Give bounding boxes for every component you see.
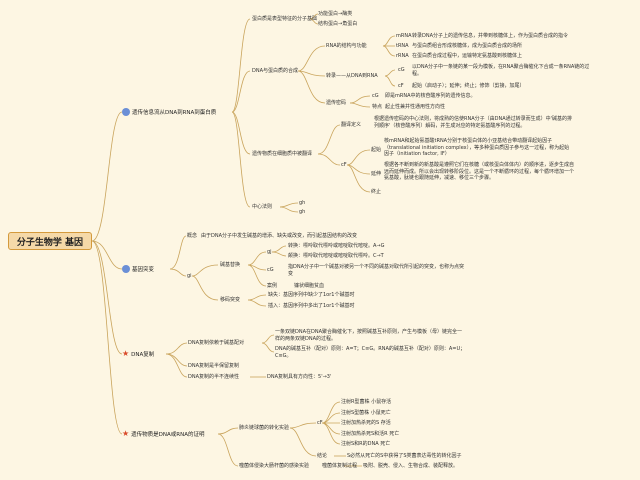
node-transversion: 颠换：嘌呤取代嘧啶或嘧啶取代嘌呤。C→T [288, 253, 384, 259]
node-gh1[interactable]: gh [299, 200, 306, 206]
node-conclusion[interactable]: 结论 [317, 453, 328, 459]
node-stop[interactable]: 终止 [371, 189, 382, 195]
star-icon: ★ [122, 349, 130, 358]
branch-genetic-material[interactable]: ★ 遗传物质是DNA或RNA的证明 [122, 429, 205, 439]
node-mrna-desc: 转录DNA分子上的遗传信息，并带到核糖体上，作为蛋白质合成的指令 [412, 33, 569, 39]
branch-mutation[interactable]: 基因突变 [122, 265, 154, 273]
node-gh2[interactable]: gh [299, 209, 306, 215]
node-phage-exp[interactable]: 噬菌体侵染大肠杆菌的感染实验 [239, 463, 310, 469]
node-replace[interactable]: 碱基替换 [220, 262, 241, 268]
node-rna-structure[interactable]: RNA的结构与功能 [326, 43, 367, 49]
node-cf3[interactable]: cF [317, 420, 323, 426]
node-rrna-desc: 在蛋白质合成过程中，运输特定氨基酸到核糖体上 [412, 53, 523, 59]
node-cg2-desc: 即是mRNA中的核苷酸序列的遗传信息。 [385, 93, 476, 99]
node-transformation-exp[interactable]: 肺炎链球菌的转化实验 [239, 425, 290, 431]
node-semiconservative[interactable]: DNA复制是半保留复制 [188, 363, 240, 369]
node-phage-process[interactable]: 噬菌体复制过程 [322, 463, 358, 469]
node-conclusion-desc: S必然从死亡的S中获得了S类菌表达毒性的转化因子 [347, 453, 462, 459]
node-base-pairing-desc: 一条双链DNA在DNA聚合酶催化下，按照碱基互补原则，产生与模板（母）链完全一样… [275, 329, 463, 342]
branch-dna-replication[interactable]: ★ DNA复制 [122, 349, 155, 359]
node-central-dogma[interactable]: 中心法则 [252, 204, 273, 210]
node-example[interactable]: 案例 [267, 283, 278, 289]
node-example-desc: 镰状细胞贫血 [294, 283, 325, 289]
node-insertion: 插入：基因序列中多出了1or1个碱基时 [268, 303, 355, 309]
root-node[interactable]: 分子生物学 基因 [8, 232, 92, 250]
star-icon: ★ [122, 429, 130, 438]
node-base-pairing[interactable]: DNA复制依赖于碱基配对 [188, 340, 245, 346]
node-dna-protein-synthesis[interactable]: DNA与蛋白质的合成 [252, 68, 299, 74]
node-cg1[interactable]: cG [398, 67, 405, 73]
node-feature[interactable]: 特点 [372, 104, 383, 110]
node-deletion: 缺失：基因序列中缺少了1or1个碱基时 [268, 292, 355, 298]
node-frameshift[interactable]: 移码突变 [220, 297, 241, 303]
node-protein-basis[interactable]: 蛋白质是表型特征的分子基础 [252, 16, 318, 22]
node-gj[interactable]: gj [267, 249, 272, 255]
node-translation[interactable]: 遗传物质在细胞质中被翻译 [252, 151, 313, 157]
node-concept-desc: 由于DNA分子中发生碱基的增添、缺失或改变，而引起基因结构的改变 [201, 233, 358, 239]
branch-label: DNA复制 [131, 352, 155, 358]
node-mrna[interactable]: mRNA [396, 33, 412, 39]
node-translation-def[interactable]: 翻译定义 [341, 122, 362, 128]
node-cg3-desc: 指DNA分子中一个碱基对被另一个不同的碱基对取代所引起的突变，也称为点突变 [288, 264, 465, 277]
node-start[interactable]: 起始 [371, 147, 382, 153]
node-feature-desc: 起止性兼并性通用性方向性 [385, 104, 446, 110]
node-start-desc: 核mRNA和起始氨基酸tRNA分别于核蛋白体的小亚基结合带动翻译起始因子（tra… [384, 138, 570, 157]
node-semidiscontinuous[interactable]: DNA复制的半不连续性 [188, 374, 240, 380]
node-genetic-code[interactable]: 遗传密码 [326, 100, 347, 106]
node-exp-heated-s-live-r: 注射加热杀死S和活R 死亡 [341, 431, 400, 437]
node-exp-dna: 注射S和R的DNA 死亡 [341, 441, 391, 447]
node-trna-desc: 与蛋白质组合形成核糖体，成为蛋白质合成的场所 [412, 43, 523, 49]
node-rrna[interactable]: rRNA [396, 53, 409, 59]
node-gi[interactable]: gi [187, 273, 192, 279]
planet-icon [122, 265, 130, 273]
node-trna[interactable]: tRNA [396, 43, 409, 49]
node-exp-heated-s: 注射加热杀死的S 存活 [341, 420, 391, 426]
node-cf2[interactable]: cF [341, 162, 347, 168]
node-phage-desc: 吸附、脱壳、侵入、生物合成、装配释放。 [363, 463, 459, 469]
node-transcription[interactable]: 转录——从DNA到RNA [326, 73, 378, 79]
node-extend-desc: 根据各不断到新的新基酸是遵照它们在核糖（或核蛋白体体内）的顺序进，逐步生成自远而… [384, 162, 575, 181]
node-extend[interactable]: 延伸 [371, 171, 382, 177]
node-cg1-desc: 以DNA分子中一条链的某一段为模板，在RNA聚合酶催化下合成一条RNA链的过程。 [412, 64, 590, 77]
node-functional-protein[interactable]: 功能蛋白→酶类 [318, 11, 353, 17]
node-direction: DNA复制具有方向性：5'→3' [267, 374, 332, 380]
node-cg2[interactable]: cG [372, 93, 379, 99]
node-exp-r: 注射R型菌株 小鼠存活 [341, 399, 392, 405]
branch-label: 基因突变 [132, 267, 155, 273]
branch-label: 遗传信息流从DNA到RNA到蛋白质 [132, 110, 217, 116]
node-exp-s: 注射S型菌株 小鼠死亡 [341, 410, 391, 416]
node-transition: 转换：嘌呤取代嘌呤或嘧啶取代嘧啶。A→G [288, 243, 385, 249]
node-cg3[interactable]: cG [267, 267, 274, 273]
node-cf1-desc: 起始（启动子）；延伸；终止；修饰（剪接，加尾） [412, 83, 525, 89]
node-structural-protein[interactable]: 结构蛋白→角蛋白 [318, 21, 358, 27]
node-base-pairing-rule: DNA的碱基互补（配对）原则：A=T；C≡G。RNA的碱基互补（配对）原则：A=… [275, 346, 466, 359]
branch-gene-expression[interactable]: 遗传信息流从DNA到RNA到蛋白质 [122, 108, 216, 116]
node-cf1[interactable]: cF [398, 83, 404, 89]
branch-label: 遗传物质是DNA或RNA的证明 [131, 432, 205, 438]
globe-icon [122, 108, 130, 116]
node-translation-def-desc: 根据遗传密码的中心法则，将成熟的信使RNA分子（由DNA通过转录而生成）中'碱基… [374, 116, 573, 129]
node-concept[interactable]: 概念 [187, 233, 198, 239]
